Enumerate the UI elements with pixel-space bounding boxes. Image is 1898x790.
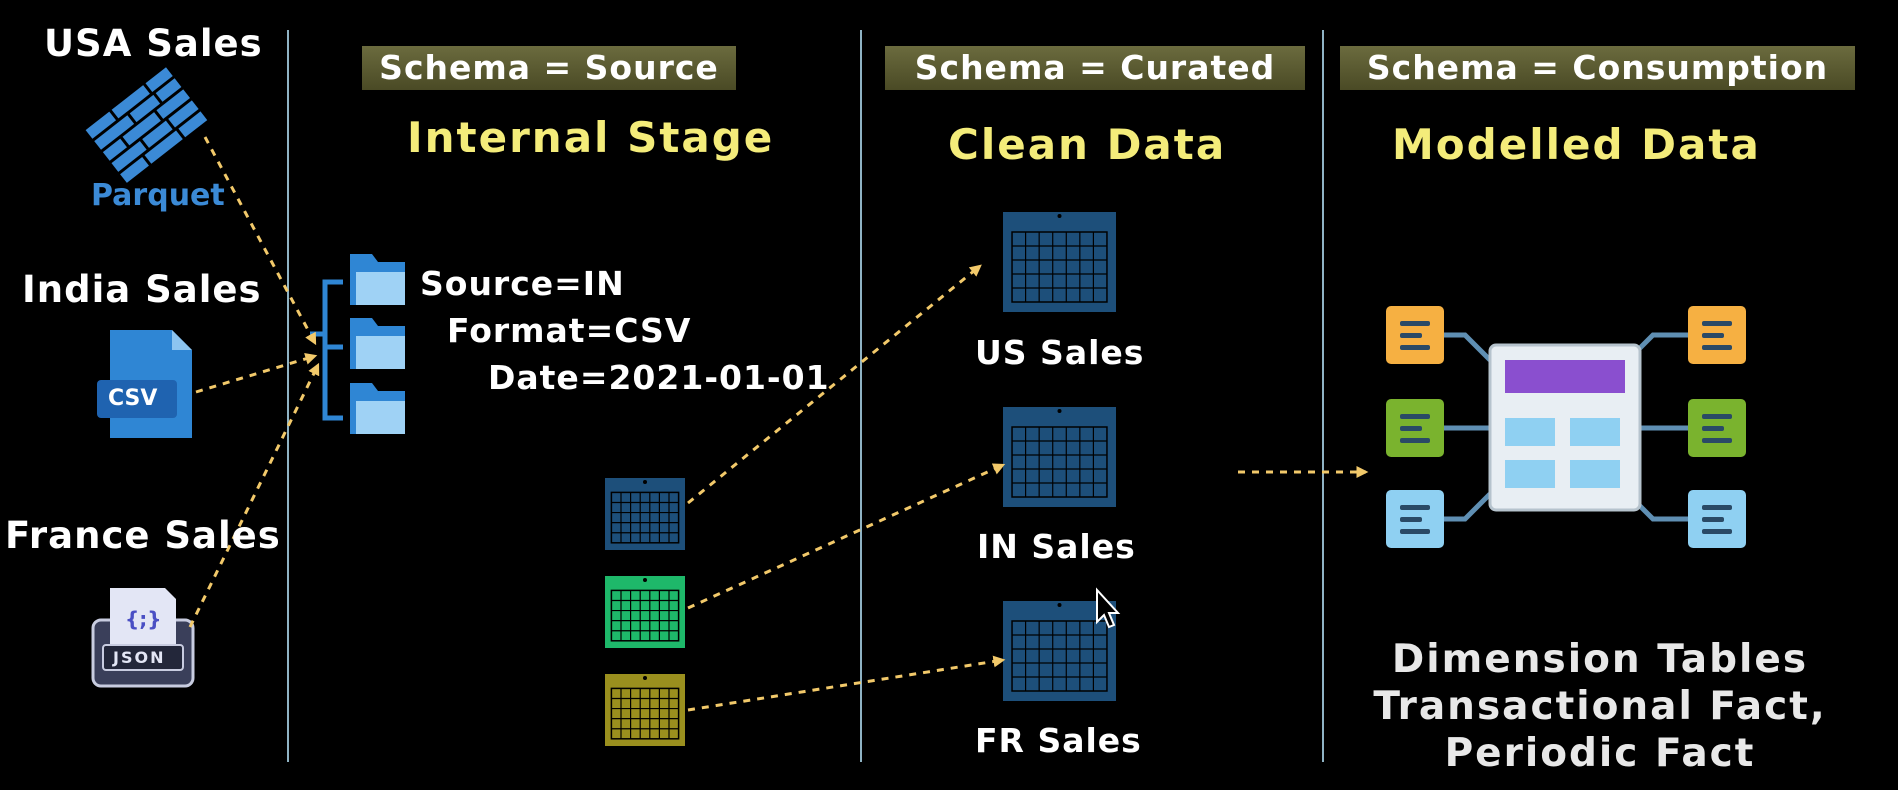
json-glyph: {;} (125, 607, 162, 631)
csv-file-icon (97, 330, 192, 438)
clean-table-icon (1003, 407, 1116, 507)
fact-table-icon (1488, 343, 1642, 512)
json-badge-text: JSON (113, 648, 166, 667)
schema-banner-curated: Schema = Curated (885, 46, 1305, 90)
stage-table-icon (605, 576, 685, 648)
arrow-stage-to-fr (687, 655, 1006, 712)
modelled-line-1: Dimension Tables (1391, 637, 1809, 682)
folder-icon (350, 254, 405, 305)
stage-meta-source: Source=IN (420, 264, 625, 303)
folder-tree-icon (310, 254, 405, 434)
stage-meta-date: Date=2021-01-01 (488, 358, 830, 397)
clean-table-label-in: IN Sales (977, 527, 1136, 566)
folder-icon (350, 383, 405, 434)
heading-clean-data: Clean Data (948, 120, 1227, 169)
arrow-stage-to-us (687, 264, 982, 505)
stage-meta-format: Format=CSV (447, 311, 692, 350)
schema-banner-source: Schema = Source (362, 46, 736, 90)
dimension-table-icon (1688, 490, 1746, 548)
modelled-description: Dimension Tables Transactional Fact, Per… (1360, 636, 1840, 777)
heading-modelled-data: Modelled Data (1392, 120, 1761, 169)
column-dividers (287, 30, 1324, 762)
arrow-stage-to-in (687, 463, 1006, 610)
stage-table-icon (605, 674, 685, 746)
source-label-france: France Sales (5, 514, 281, 557)
heading-internal-stage: Internal Stage (407, 113, 775, 162)
parquet-text: Parquet (91, 178, 225, 213)
clean-table-label-fr: FR Sales (975, 721, 1142, 760)
source-label-india: India Sales (22, 268, 262, 311)
clean-table-label-us: US Sales (975, 333, 1145, 372)
dimension-table-icon (1688, 306, 1746, 364)
dimension-table-icon (1688, 399, 1746, 457)
arrow-india-to-stage (195, 353, 318, 394)
dimension-table-icon (1386, 399, 1444, 457)
arrow-france-to-stage (188, 362, 320, 628)
mouse-cursor-icon (1096, 587, 1121, 629)
stage-tables (605, 478, 685, 746)
stage-table-icon (605, 478, 685, 550)
star-schema-icon (1386, 306, 1746, 548)
clean-table-icon (1003, 212, 1116, 312)
schema-banner-consumption: Schema = Consumption (1340, 46, 1855, 90)
parquet-icon (85, 67, 208, 183)
modelled-line-2: Transactional Fact, (1373, 684, 1827, 729)
json-file-icon (91, 588, 195, 688)
arrow-usa-to-stage (203, 136, 317, 346)
flow-arrows (188, 136, 1369, 712)
clean-tables (1003, 212, 1116, 701)
folder-icon (350, 318, 405, 369)
csv-badge-text: CSV (108, 386, 158, 411)
modelled-line-3: Periodic Fact (1444, 731, 1756, 776)
source-label-usa: USA Sales (44, 22, 263, 65)
dimension-table-icon (1386, 306, 1444, 364)
dimension-table-icon (1386, 490, 1444, 548)
